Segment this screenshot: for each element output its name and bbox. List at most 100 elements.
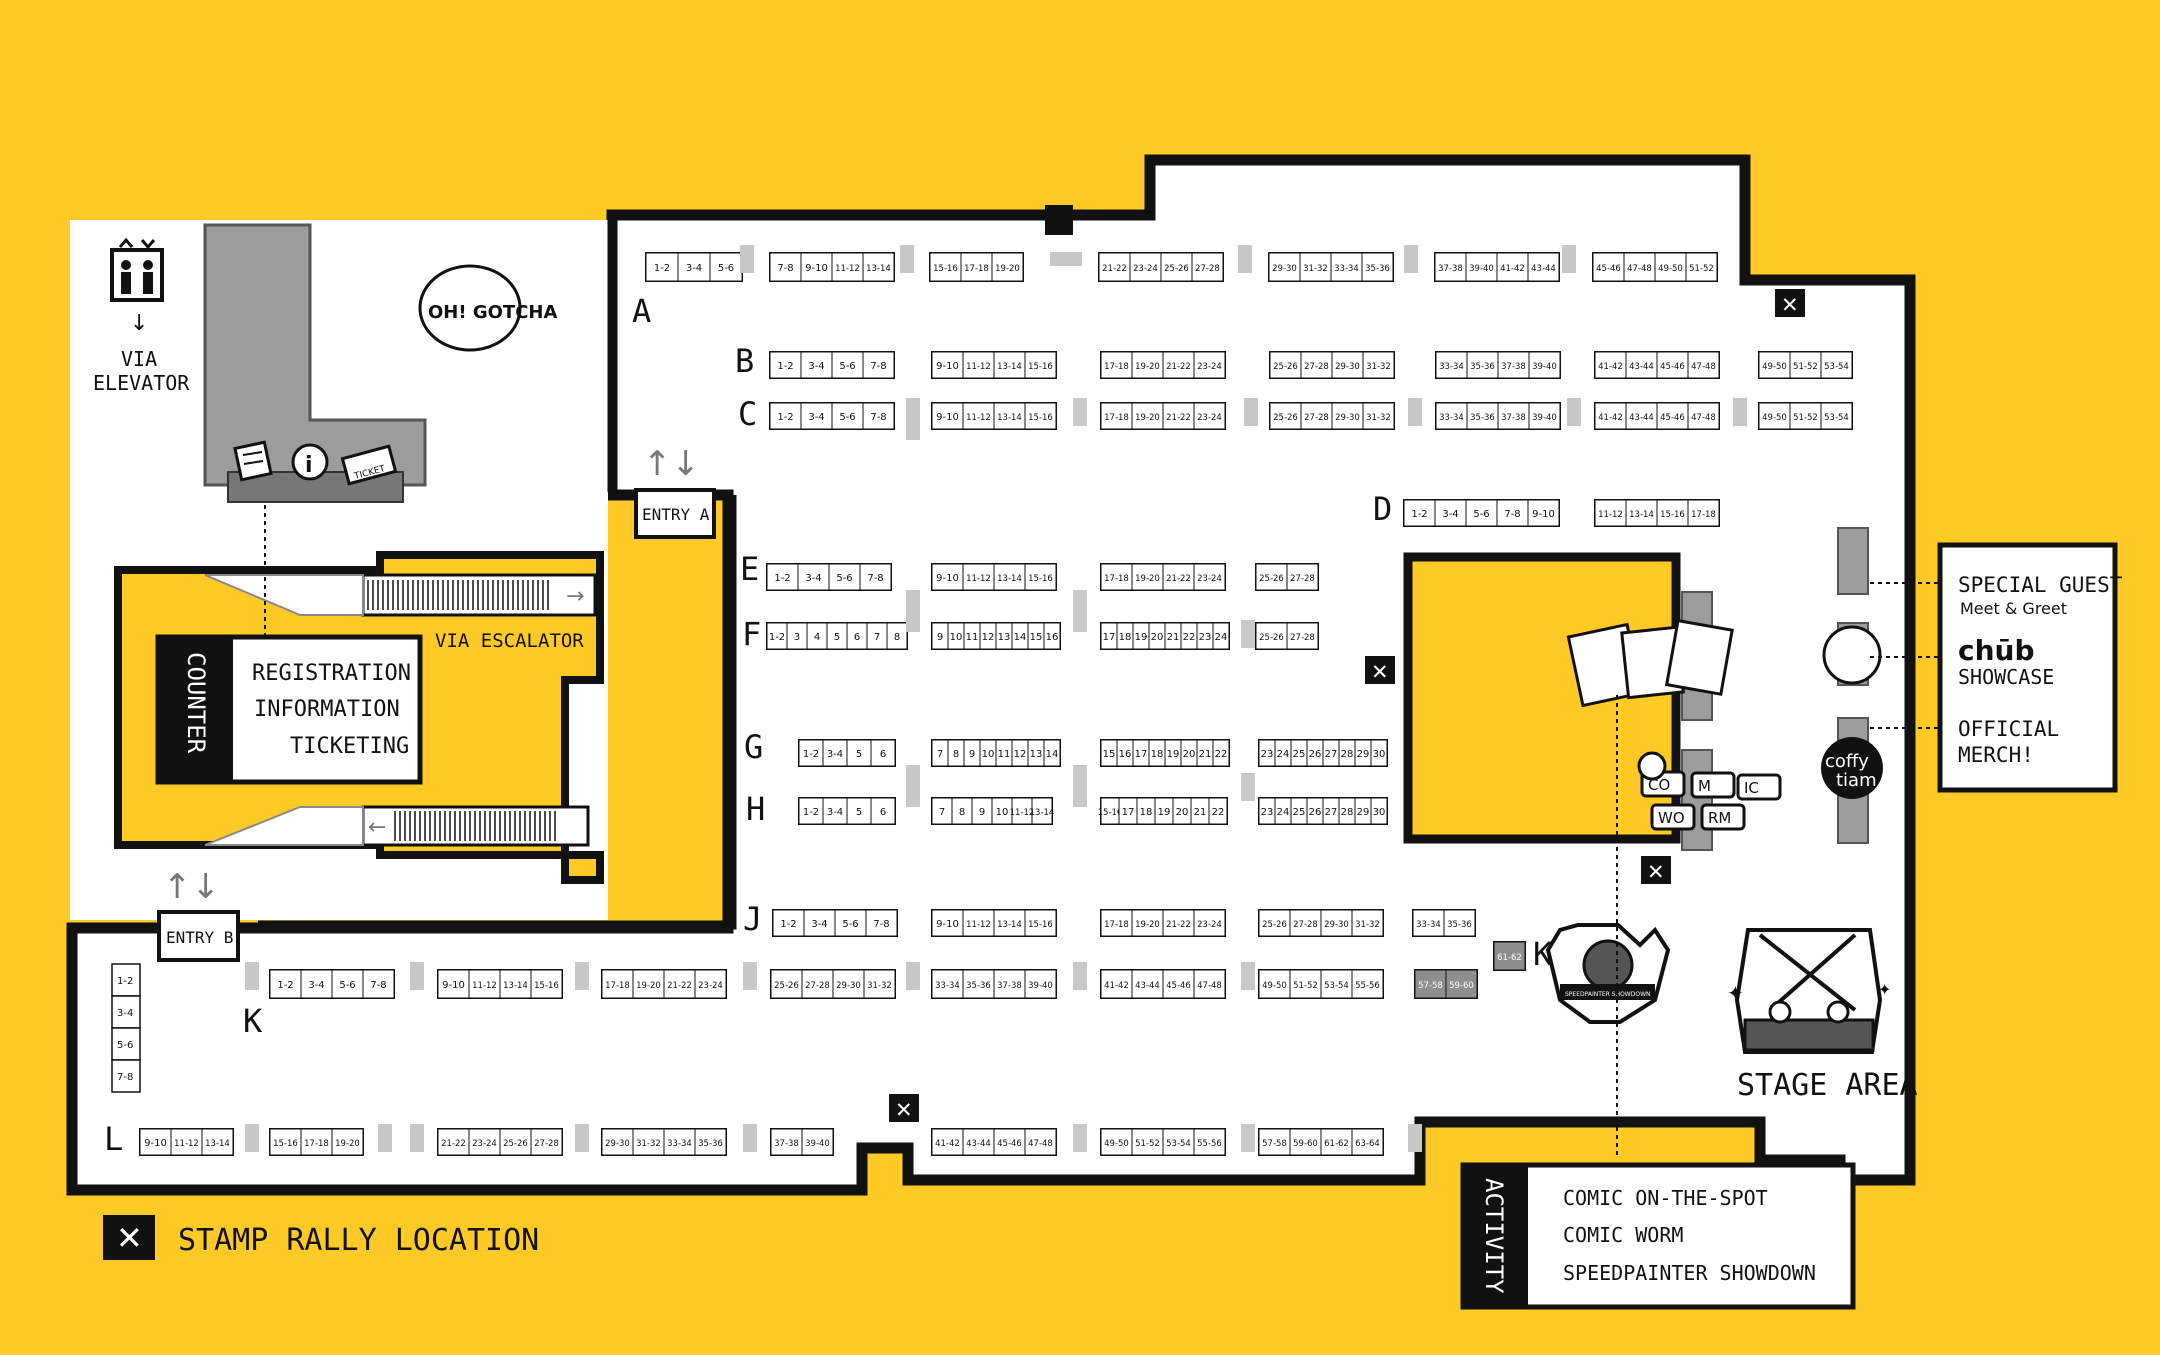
booth[interactable] xyxy=(1300,402,1333,430)
booth[interactable] xyxy=(870,797,896,825)
booth[interactable] xyxy=(769,351,802,379)
booth[interactable] xyxy=(769,402,802,430)
booth[interactable] xyxy=(846,739,872,767)
booth[interactable] xyxy=(300,1128,333,1156)
booth[interactable] xyxy=(1362,402,1395,430)
booth[interactable] xyxy=(870,739,896,767)
booth[interactable] xyxy=(800,402,833,430)
booth[interactable] xyxy=(1445,969,1478,999)
booth[interactable] xyxy=(862,351,895,379)
booth[interactable] xyxy=(1330,252,1363,282)
booth[interactable] xyxy=(801,1128,834,1156)
booth[interactable] xyxy=(1466,351,1499,379)
booth[interactable] xyxy=(1024,909,1057,937)
booth[interactable] xyxy=(1024,351,1057,379)
booth[interactable] xyxy=(269,969,302,999)
booth[interactable] xyxy=(1687,402,1720,430)
booth[interactable] xyxy=(1299,252,1332,282)
booth[interactable] xyxy=(1212,739,1230,767)
booth[interactable] xyxy=(1100,351,1133,379)
booth[interactable] xyxy=(993,909,1026,937)
booth[interactable] xyxy=(362,969,395,999)
booth[interactable] xyxy=(1414,969,1447,999)
booth[interactable] xyxy=(1687,499,1720,527)
booth[interactable] xyxy=(1820,351,1853,379)
booth[interactable] xyxy=(1286,563,1319,591)
booth[interactable] xyxy=(1043,739,1061,767)
booth[interactable] xyxy=(499,1128,532,1156)
booth[interactable] xyxy=(1300,351,1333,379)
booth[interactable] xyxy=(798,739,824,767)
booth[interactable] xyxy=(962,351,995,379)
booth[interactable] xyxy=(862,402,895,430)
booth[interactable] xyxy=(1193,909,1226,937)
booth[interactable] xyxy=(1527,252,1560,282)
booth[interactable] xyxy=(865,909,898,937)
booth[interactable] xyxy=(437,969,470,999)
booth[interactable] xyxy=(1820,402,1853,430)
booth[interactable] xyxy=(962,563,995,591)
booth[interactable] xyxy=(1024,969,1057,999)
booth[interactable] xyxy=(1465,252,1498,282)
booth[interactable] xyxy=(1193,563,1226,591)
booth[interactable] xyxy=(1434,252,1467,282)
booth[interactable] xyxy=(803,909,836,937)
booth[interactable] xyxy=(1162,969,1195,999)
booth[interactable] xyxy=(1131,351,1164,379)
booth[interactable] xyxy=(770,969,803,999)
booth[interactable] xyxy=(1435,351,1468,379)
booth[interactable] xyxy=(859,563,892,591)
booth[interactable] xyxy=(1193,402,1226,430)
booth[interactable] xyxy=(1031,797,1053,825)
booth[interactable] xyxy=(1443,909,1476,937)
booth[interactable] xyxy=(663,1128,696,1156)
booth[interactable] xyxy=(831,351,864,379)
entry-a[interactable]: ENTRY A xyxy=(634,488,716,539)
booth[interactable] xyxy=(1412,909,1445,937)
booth[interactable] xyxy=(1370,739,1388,767)
booth[interactable] xyxy=(798,797,824,825)
booth[interactable] xyxy=(1351,1128,1384,1156)
booth[interactable] xyxy=(437,1128,470,1156)
booth[interactable] xyxy=(1656,402,1689,430)
booth[interactable] xyxy=(1351,969,1384,999)
booth[interactable] xyxy=(1193,969,1226,999)
booth[interactable] xyxy=(694,969,727,999)
booth[interactable] xyxy=(831,402,864,430)
booth[interactable] xyxy=(993,402,1026,430)
booth[interactable] xyxy=(1024,563,1057,591)
booth[interactable] xyxy=(632,969,665,999)
booth[interactable] xyxy=(1687,351,1720,379)
booth[interactable] xyxy=(886,622,908,650)
booth[interactable] xyxy=(831,252,864,282)
booth[interactable] xyxy=(1625,499,1658,527)
booth[interactable] xyxy=(1331,402,1364,430)
booth[interactable] xyxy=(1100,563,1133,591)
booth[interactable] xyxy=(1100,969,1133,999)
booth[interactable] xyxy=(1403,499,1436,527)
booth[interactable] xyxy=(1162,351,1195,379)
booth[interactable] xyxy=(1162,1128,1195,1156)
booth[interactable] xyxy=(1269,351,1302,379)
booth[interactable] xyxy=(770,1128,803,1156)
booth[interactable] xyxy=(962,402,995,430)
booth[interactable] xyxy=(1594,351,1627,379)
stamp-rally-marker[interactable]: ✕ xyxy=(889,1094,919,1122)
booth[interactable] xyxy=(1043,622,1061,650)
booth[interactable] xyxy=(1131,563,1164,591)
booth[interactable] xyxy=(993,351,1026,379)
booth[interactable] xyxy=(530,969,563,999)
booth[interactable] xyxy=(1466,402,1499,430)
booth[interactable] xyxy=(1320,909,1353,937)
booth[interactable] xyxy=(1594,499,1627,527)
booth[interactable] xyxy=(601,969,634,999)
booth[interactable] xyxy=(1100,909,1133,937)
booth[interactable] xyxy=(530,1128,563,1156)
booth[interactable] xyxy=(993,969,1026,999)
booth[interactable] xyxy=(1129,252,1162,282)
booth[interactable] xyxy=(139,1128,172,1156)
booth[interactable] xyxy=(1162,909,1195,937)
booth[interactable] xyxy=(1493,941,1526,971)
stamp-rally-marker[interactable]: ✕ xyxy=(1365,656,1395,684)
booth[interactable] xyxy=(1258,969,1291,999)
